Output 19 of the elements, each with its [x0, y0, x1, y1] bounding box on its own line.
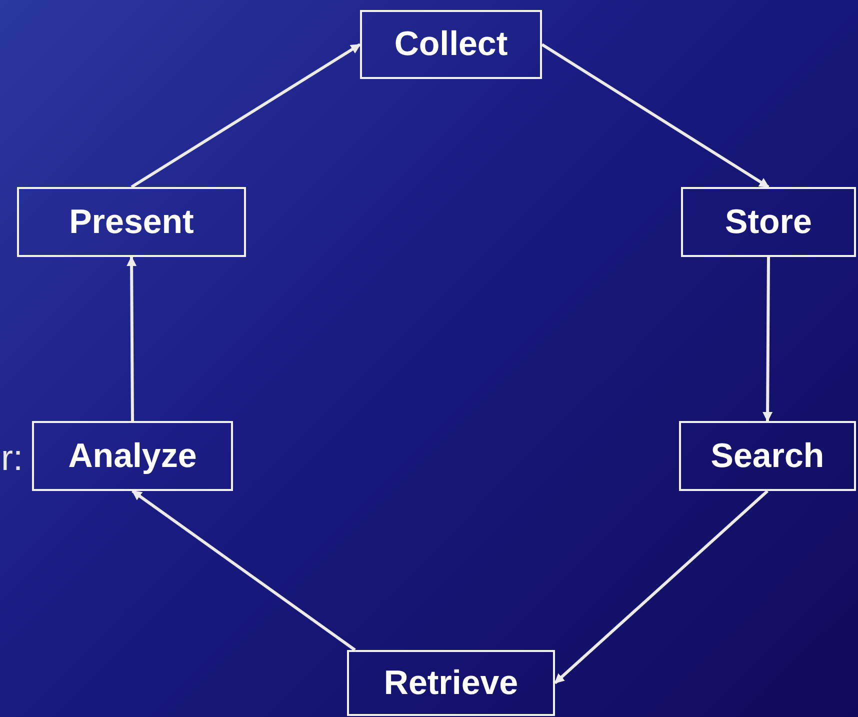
arrow	[132, 490, 356, 652]
arrow	[541, 43, 770, 188]
process-box	[360, 10, 542, 79]
step-label: Collect	[394, 25, 508, 64]
arrow	[126, 256, 137, 421]
step-label: Analyze	[68, 436, 197, 476]
process-box	[32, 421, 233, 491]
arrow	[554, 490, 768, 684]
process-box	[679, 421, 856, 491]
process-box	[347, 650, 555, 716]
process-box	[17, 187, 246, 257]
step-label: Store	[725, 202, 812, 242]
step-label: Search	[710, 436, 824, 476]
arrow	[762, 257, 773, 422]
arrow	[130, 43, 361, 188]
text-fragment: r:	[1, 440, 23, 476]
step-label: Present	[69, 202, 194, 242]
process-box	[681, 187, 856, 257]
step-label: Retrieve	[384, 664, 518, 702]
